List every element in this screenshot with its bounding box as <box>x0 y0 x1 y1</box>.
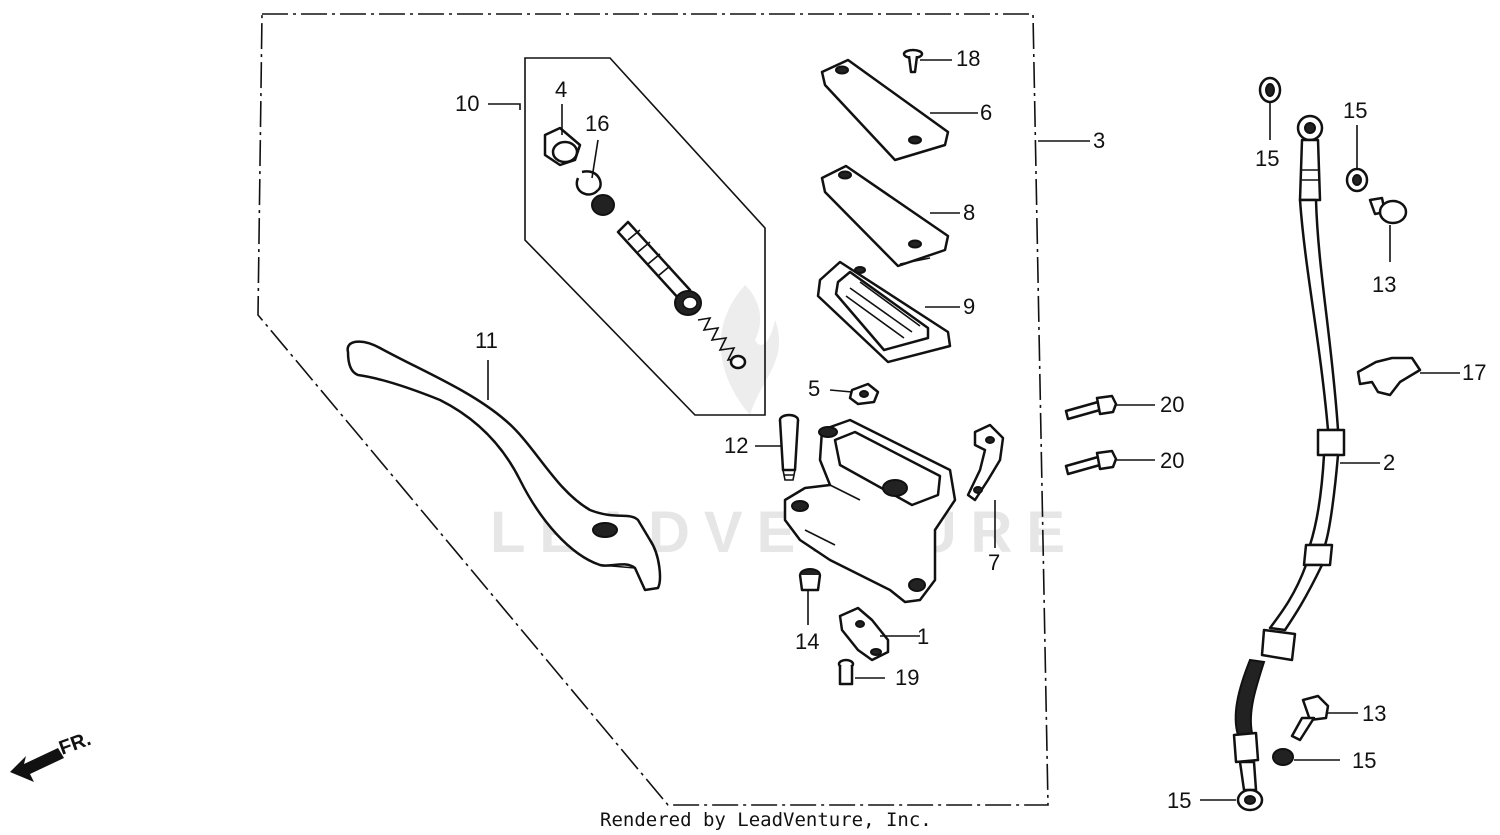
sealing-washer-top-right[interactable] <box>1345 167 1369 193</box>
callout-20-lower: 20 <box>1160 448 1184 473</box>
master-cylinder-body[interactable] <box>783 418 957 604</box>
front-direction-indicator: FR. <box>10 728 94 782</box>
cap-screw[interactable] <box>902 48 924 74</box>
callout-5: 5 <box>808 376 820 401</box>
callout-13-upper: 13 <box>1372 272 1396 297</box>
sealing-washer-top-left[interactable] <box>1258 76 1282 104</box>
callout-20-upper: 20 <box>1160 392 1184 417</box>
callout-7: 7 <box>988 550 1000 575</box>
pivot-cap[interactable] <box>798 568 822 592</box>
callout-2: 2 <box>1383 450 1395 475</box>
callout-4: 4 <box>555 77 567 102</box>
front-label: FR. <box>56 728 94 760</box>
boot[interactable] <box>543 126 582 167</box>
callout-19: 19 <box>895 665 919 690</box>
leader-lines <box>487 59 1460 801</box>
callout-15-top-right: 15 <box>1343 98 1367 123</box>
callout-15-bottom-right: 15 <box>1352 748 1376 773</box>
front-arrow-icon <box>10 748 64 782</box>
callout-9: 9 <box>963 294 975 319</box>
oil-bolt-lower[interactable] <box>1290 694 1330 742</box>
diaphragm[interactable] <box>816 260 952 364</box>
reservoir-cap[interactable] <box>820 58 950 162</box>
render-credit: Rendered by LeadVenture, Inc. <box>600 809 932 831</box>
callout-15-top-left: 15 <box>1255 146 1279 171</box>
assembly-outline <box>257 13 1049 806</box>
holder-clamp[interactable] <box>966 423 1005 502</box>
piston-kit-outline <box>524 57 766 416</box>
callout-labels: 1 2 3 4 5 6 7 8 9 10 11 12 13 13 14 15 1… <box>455 46 1486 813</box>
diaphragm-plate[interactable] <box>820 164 950 268</box>
callout-13-lower: 13 <box>1362 701 1386 726</box>
lever-nut[interactable] <box>848 382 880 406</box>
circlip[interactable] <box>575 170 602 196</box>
callout-3: 3 <box>1093 128 1105 153</box>
callout-11: 11 <box>475 328 498 353</box>
callout-10: 10 <box>455 91 479 116</box>
callout-17: 17 <box>1462 360 1486 385</box>
piston-assembly[interactable] <box>591 194 747 370</box>
brake-hose[interactable] <box>1232 114 1346 812</box>
callout-18: 18 <box>956 46 980 71</box>
pivot-bolt[interactable] <box>778 413 800 481</box>
brake-switch[interactable] <box>838 606 890 662</box>
callout-16: 16 <box>585 111 609 136</box>
callout-12: 12 <box>724 433 748 458</box>
sealing-washer-bottom-right[interactable] <box>1272 748 1294 766</box>
callout-1: 1 <box>917 624 929 649</box>
callout-8: 8 <box>963 200 975 225</box>
oil-bolt-upper[interactable] <box>1368 196 1408 225</box>
holder-bolt-upper[interactable] <box>1064 394 1118 421</box>
brake-lever[interactable] <box>346 340 662 592</box>
holder-bolt-lower[interactable] <box>1064 449 1118 476</box>
switch-screw[interactable] <box>837 658 855 686</box>
callout-15-bottom-left: 15 <box>1167 788 1191 813</box>
callout-6: 6 <box>980 100 992 125</box>
hose-clip[interactable] <box>1356 356 1422 397</box>
callout-14: 14 <box>795 629 819 654</box>
